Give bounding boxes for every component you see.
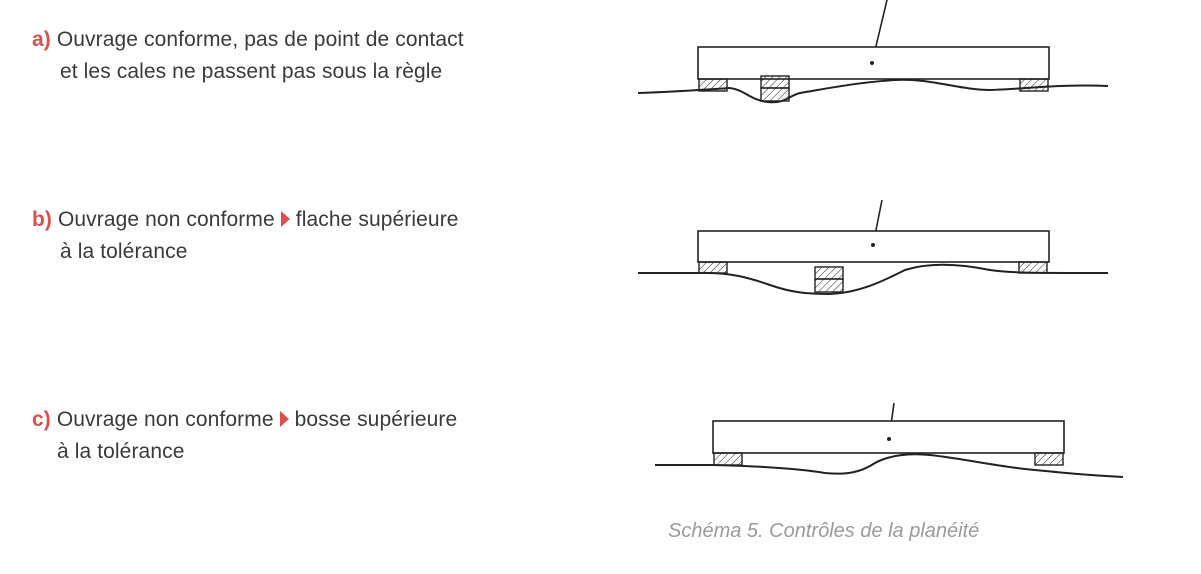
shim-right (1019, 78, 1049, 92)
shim-left (698, 261, 728, 274)
item-a-line1: Ouvrage conforme, pas de point de contac… (56, 28, 464, 51)
item-b: b) Ouvrage non conforme flache supérieure… (32, 204, 459, 268)
straightedge (712, 420, 1065, 454)
shim-right (1018, 261, 1048, 274)
item-b-line1-before: Ouvrage non conforme (57, 208, 275, 231)
figure-caption: Schéma 5. Contrôles de la planéité (668, 520, 980, 542)
item-c-line1-after: bosse supérieure (294, 408, 458, 431)
shim-left (713, 452, 743, 466)
item-b-letter: b) (32, 208, 53, 231)
diagram-a-compliant-surface (637, 0, 1109, 104)
item-a-line2: et les cales ne passent pas sous la règl… (60, 60, 443, 83)
item-b-line1-after: flache supérieure (295, 208, 459, 231)
diagram-b-hollow-surface (638, 199, 1109, 296)
ground-profile (655, 453, 1124, 478)
item-c-line1-before: Ouvrage non conforme (56, 408, 274, 431)
red-triangle-arrow-icon (279, 411, 289, 427)
ground-profile (638, 263, 1109, 296)
item-b-line2: à la tolérance (60, 240, 188, 263)
diagram-c-bump-surface (655, 402, 1124, 478)
ground-profile (637, 78, 1109, 104)
item-a-letter: a) (32, 28, 51, 51)
wedge-top (760, 75, 790, 89)
item-c-letter: c) (32, 408, 51, 431)
shim-right (1034, 452, 1064, 466)
shim-left (698, 78, 728, 92)
red-triangle-arrow-icon (280, 211, 290, 227)
item-c-line2: à la tolérance (57, 440, 185, 463)
wedge-bottom (814, 278, 844, 293)
item-a: a) Ouvrage conforme, pas de point de con… (32, 24, 464, 88)
wedge-top (814, 266, 844, 280)
wedge-bottom (760, 87, 790, 102)
